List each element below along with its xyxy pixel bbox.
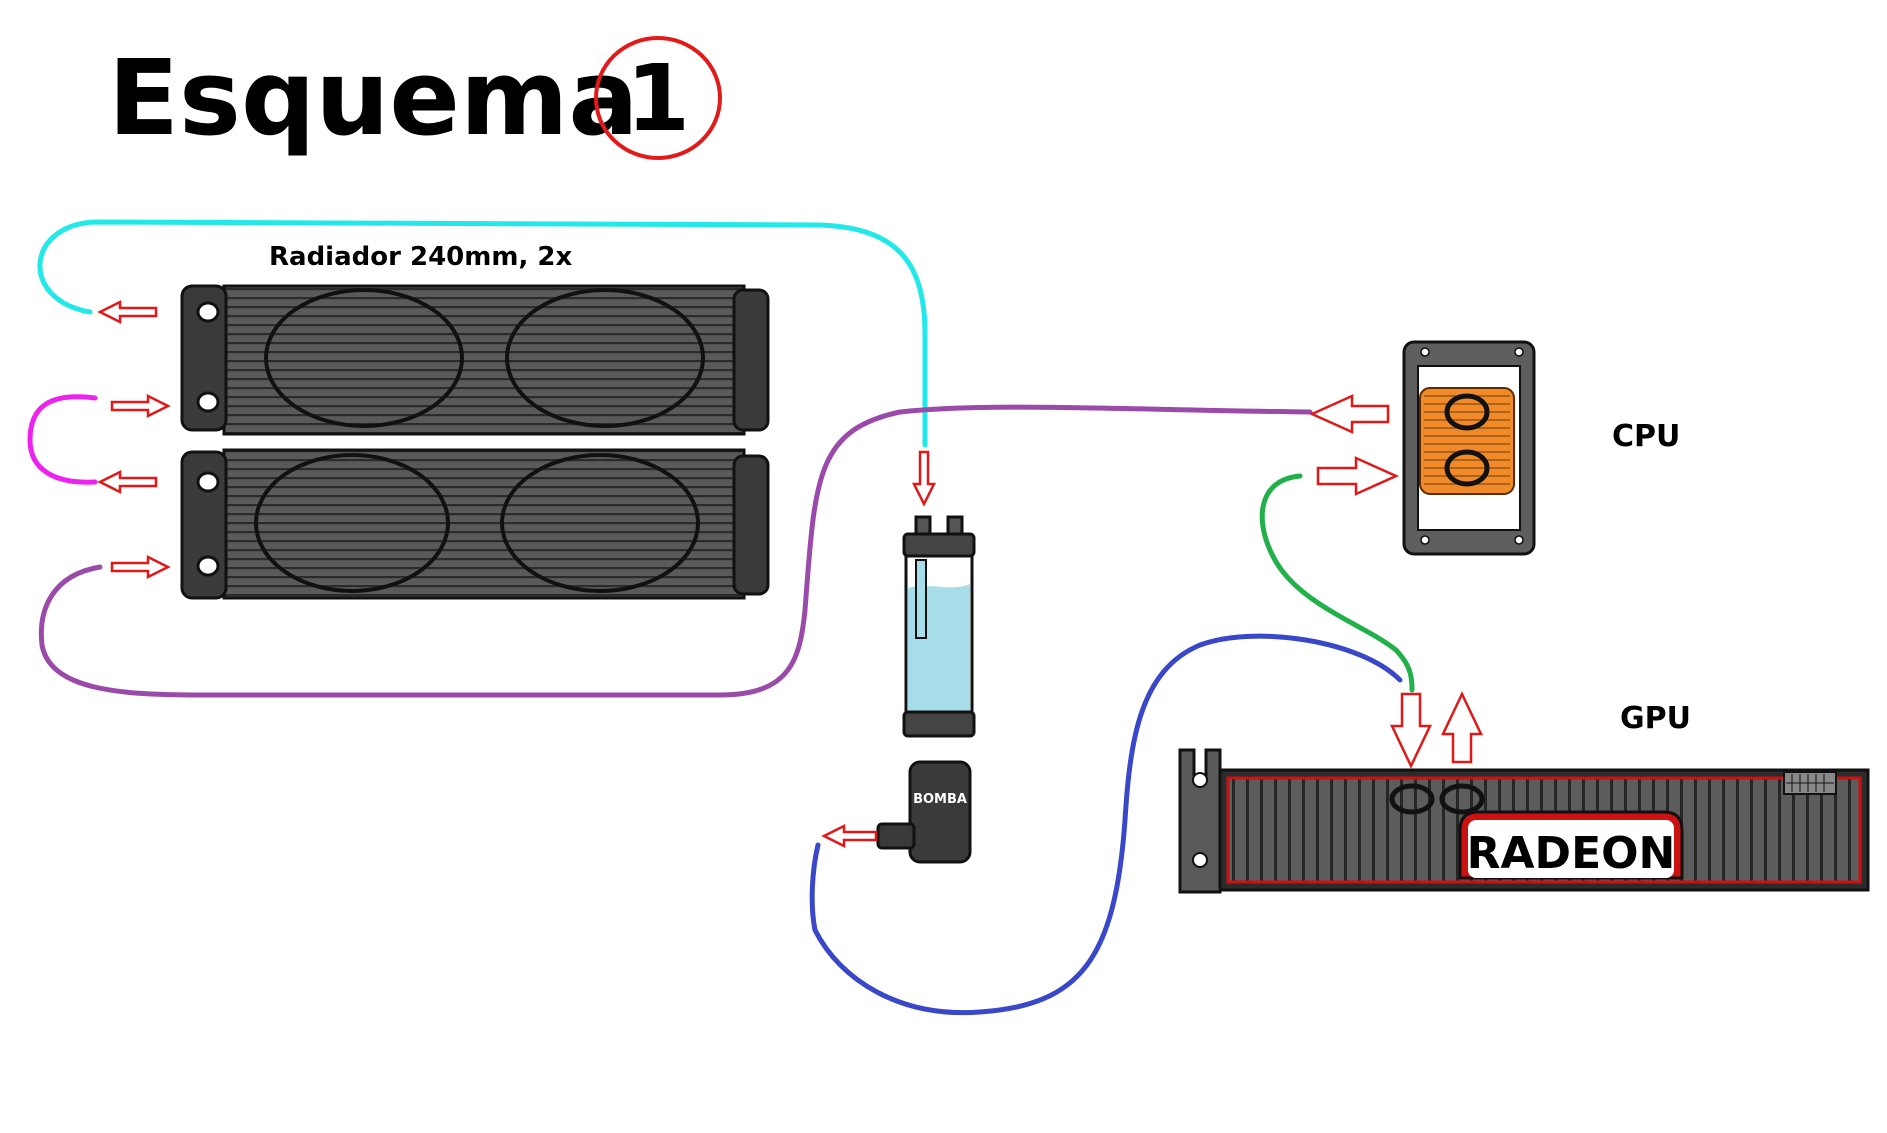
tube-green bbox=[1259, 473, 1415, 693]
screw-hole bbox=[1420, 535, 1430, 545]
radiator-top-endcap-right bbox=[732, 288, 770, 432]
screw-hole bbox=[1514, 347, 1524, 357]
tube-blue bbox=[809, 633, 1403, 1016]
radiator-assembly: Radiador 240mm, 2x bbox=[180, 242, 770, 600]
pump-outlet bbox=[876, 822, 916, 850]
arrow-left bbox=[821, 823, 878, 849]
port-hole bbox=[196, 391, 220, 413]
arrow-left bbox=[97, 299, 158, 325]
screw-hole bbox=[1420, 347, 1430, 357]
arrow-left bbox=[97, 469, 158, 495]
radiator-label: Radiador 240mm, 2x bbox=[269, 242, 572, 272]
cpu-block: CPU bbox=[1402, 340, 1680, 556]
gpu-port bbox=[1389, 783, 1435, 815]
arrow-down bbox=[911, 450, 937, 507]
tube-cyan bbox=[37, 219, 928, 448]
arrow-down bbox=[1390, 692, 1432, 769]
pump-label: BOMBA bbox=[913, 792, 967, 807]
radiator-bottom bbox=[180, 448, 770, 600]
tubing bbox=[27, 219, 1415, 1016]
port-hole bbox=[196, 301, 220, 323]
screw-hole bbox=[1514, 535, 1524, 545]
tube-purple bbox=[38, 404, 1313, 698]
radiator-top bbox=[180, 284, 770, 436]
fan-circle bbox=[254, 453, 450, 593]
port-hole bbox=[196, 555, 220, 577]
fan-circle bbox=[500, 453, 700, 593]
title-text: Esquema bbox=[108, 37, 639, 159]
gpu-badge bbox=[1468, 820, 1674, 878]
cpu-port bbox=[1444, 393, 1490, 431]
title-number: 1 bbox=[626, 45, 690, 152]
gpu-port bbox=[1439, 783, 1485, 815]
arrow-left bbox=[1308, 394, 1390, 434]
pump-reservoir: BOMBA bbox=[876, 515, 976, 864]
radiator-bottom-endcap-right bbox=[732, 454, 770, 596]
cpu-label: CPU bbox=[1612, 419, 1680, 454]
bracket-hole bbox=[1192, 852, 1208, 868]
reservoir-bottom-cap bbox=[902, 710, 976, 738]
reservoir-top-cap bbox=[902, 532, 976, 558]
tube-magenta bbox=[27, 394, 98, 485]
cpu-port bbox=[1444, 449, 1490, 487]
bracket-slot bbox=[1192, 772, 1208, 788]
gpu-bracket bbox=[1178, 748, 1222, 894]
flow-arrows bbox=[97, 299, 1483, 849]
pump-body bbox=[908, 760, 972, 864]
port-hole bbox=[196, 471, 220, 493]
arrow-right bbox=[1316, 456, 1400, 496]
gpu-card: GPU RADEON bbox=[1178, 701, 1870, 894]
arrow-up bbox=[1441, 691, 1483, 764]
diagram-title: Esquema 1 bbox=[108, 36, 722, 160]
title-circle bbox=[594, 36, 722, 160]
fan-circle bbox=[264, 288, 464, 428]
gpu-label: GPU bbox=[1620, 701, 1691, 736]
inlet-pipe bbox=[915, 559, 927, 639]
fan-circle bbox=[505, 288, 705, 428]
arrow-right bbox=[110, 554, 171, 580]
arrow-right bbox=[110, 393, 171, 419]
gpu-brand: RADEON bbox=[1467, 828, 1676, 879]
